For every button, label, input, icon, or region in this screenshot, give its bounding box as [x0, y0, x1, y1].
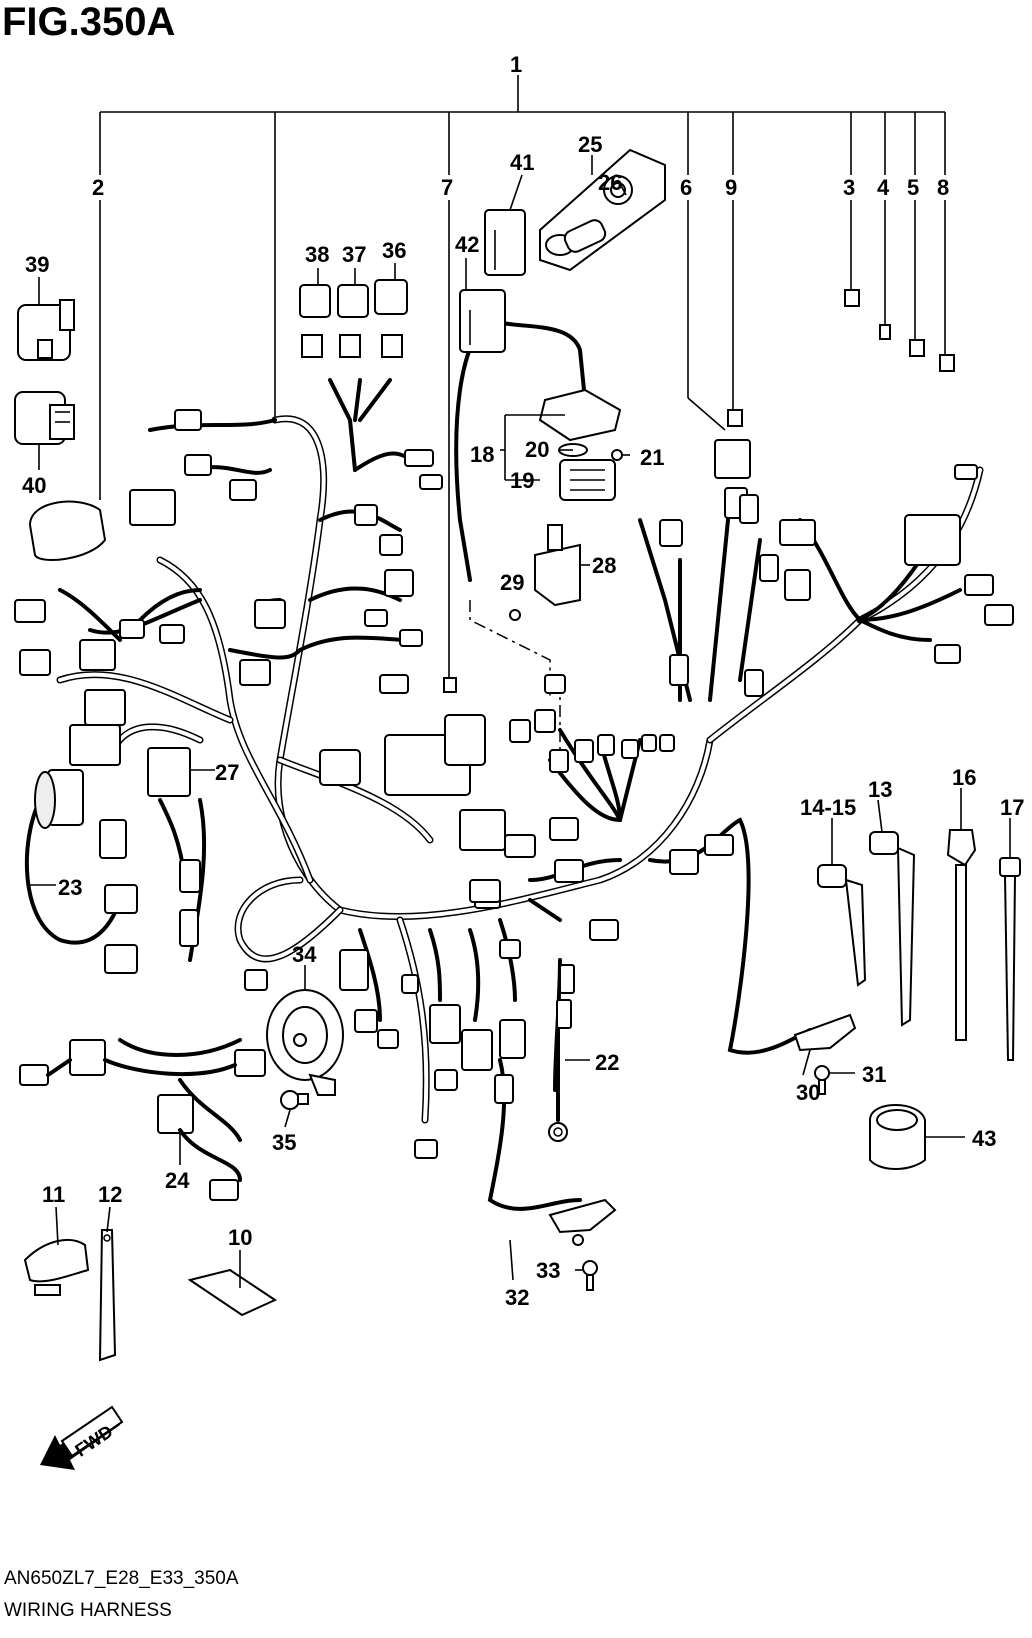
- figure-title: FIG.350A: [2, 0, 176, 44]
- clamp-11: [23, 1239, 90, 1296]
- connector-cluster-lower: [339, 879, 526, 1159]
- relay-39: [17, 299, 75, 361]
- switch-18-group: [538, 388, 623, 501]
- callout-31: 31: [862, 1062, 886, 1087]
- callout-7: 7: [441, 175, 453, 200]
- callout-35: 35: [272, 1130, 296, 1155]
- callout-29: 29: [500, 570, 524, 595]
- figure-code: AN650ZL7_E28_E33_350A: [4, 1568, 239, 1589]
- main-harness: [56, 415, 984, 1124]
- callout-25: 25: [578, 132, 602, 157]
- fuses: [443, 289, 955, 693]
- callout-38: 38: [305, 242, 329, 267]
- callout-16: 16: [952, 765, 976, 790]
- callout-19: 19: [510, 468, 534, 493]
- fwd-arrow-icon: [40, 1405, 124, 1470]
- callout-43: 43: [972, 1126, 996, 1151]
- figure-name: WIRING HARNESS: [4, 1600, 172, 1621]
- tie-17: [999, 857, 1021, 1061]
- callout-bracket-1: [99, 75, 946, 678]
- callout-22: 22: [595, 1050, 619, 1075]
- callout-32: 32: [505, 1285, 529, 1310]
- tie-16: [946, 829, 977, 1041]
- callout-36: 36: [382, 238, 406, 263]
- bracket-32: [548, 1198, 617, 1246]
- callout-39: 39: [25, 252, 49, 277]
- connector-27: [99, 747, 201, 947]
- callout-1: 1: [510, 52, 522, 77]
- callout-10: 10: [228, 1225, 252, 1250]
- callout-14-15: 14-15: [800, 795, 856, 820]
- ground-wire-22: [548, 1028, 568, 1142]
- callout-8: 8: [937, 175, 949, 200]
- switch-28: [509, 524, 581, 621]
- callout-11: 11: [42, 1182, 65, 1207]
- horn-34: [244, 969, 344, 1096]
- callout-6: 6: [680, 175, 692, 200]
- callout-21: 21: [640, 445, 664, 470]
- screw-31: [814, 1065, 830, 1095]
- clamp-43: [869, 1104, 926, 1170]
- callout-28: 28: [592, 553, 616, 578]
- socket-25: [539, 148, 666, 272]
- callout-33: 33: [536, 1258, 560, 1283]
- sub-harness-23: [34, 769, 138, 974]
- callout-27: 27: [215, 760, 239, 785]
- connector-cluster-left: [14, 409, 443, 766]
- connector-41: [484, 209, 526, 276]
- callout-34: 34: [292, 942, 317, 967]
- callout-40: 40: [22, 473, 46, 498]
- callout-42: 42: [455, 232, 479, 257]
- callout-24: 24: [165, 1168, 190, 1193]
- callout-23: 23: [58, 875, 82, 900]
- bolt-35: [280, 1090, 309, 1110]
- junction-box: [319, 714, 584, 909]
- relay-40: [14, 391, 75, 445]
- callout-26: 26: [598, 170, 622, 195]
- strap-12: [98, 1229, 117, 1362]
- callout-2: 2: [92, 175, 104, 200]
- callout-4: 4: [877, 175, 890, 200]
- clamp-13: [869, 831, 916, 1027]
- callout-labels: 1 2 7 6 9 3 4 5 8 41 25 26 42 38 37 36 3…: [22, 52, 1024, 1310]
- callout-17: 17: [1000, 795, 1024, 820]
- bracket-30: [793, 1013, 857, 1052]
- screw-33: [582, 1260, 598, 1291]
- callout-20: 20: [525, 437, 549, 462]
- callout-18: 18: [470, 442, 494, 467]
- relays-36-38: [299, 279, 408, 358]
- callout-9: 9: [725, 175, 737, 200]
- clamp-14-15: [817, 864, 867, 987]
- pad-10: [187, 1268, 278, 1317]
- sub-harness-24: [19, 1039, 266, 1201]
- callout-5: 5: [907, 175, 919, 200]
- connector-6: [714, 439, 759, 524]
- leader-lines: [30, 155, 1011, 1288]
- callout-3: 3: [843, 175, 855, 200]
- callout-41: 41: [510, 150, 534, 175]
- connector-cluster-center: [494, 464, 1014, 1104]
- callout-30: 30: [796, 1080, 820, 1105]
- connector-42: [459, 289, 506, 353]
- callout-37: 37: [342, 242, 366, 267]
- callout-13: 13: [868, 777, 892, 802]
- cover-2: [28, 500, 107, 561]
- callout-12: 12: [98, 1182, 122, 1207]
